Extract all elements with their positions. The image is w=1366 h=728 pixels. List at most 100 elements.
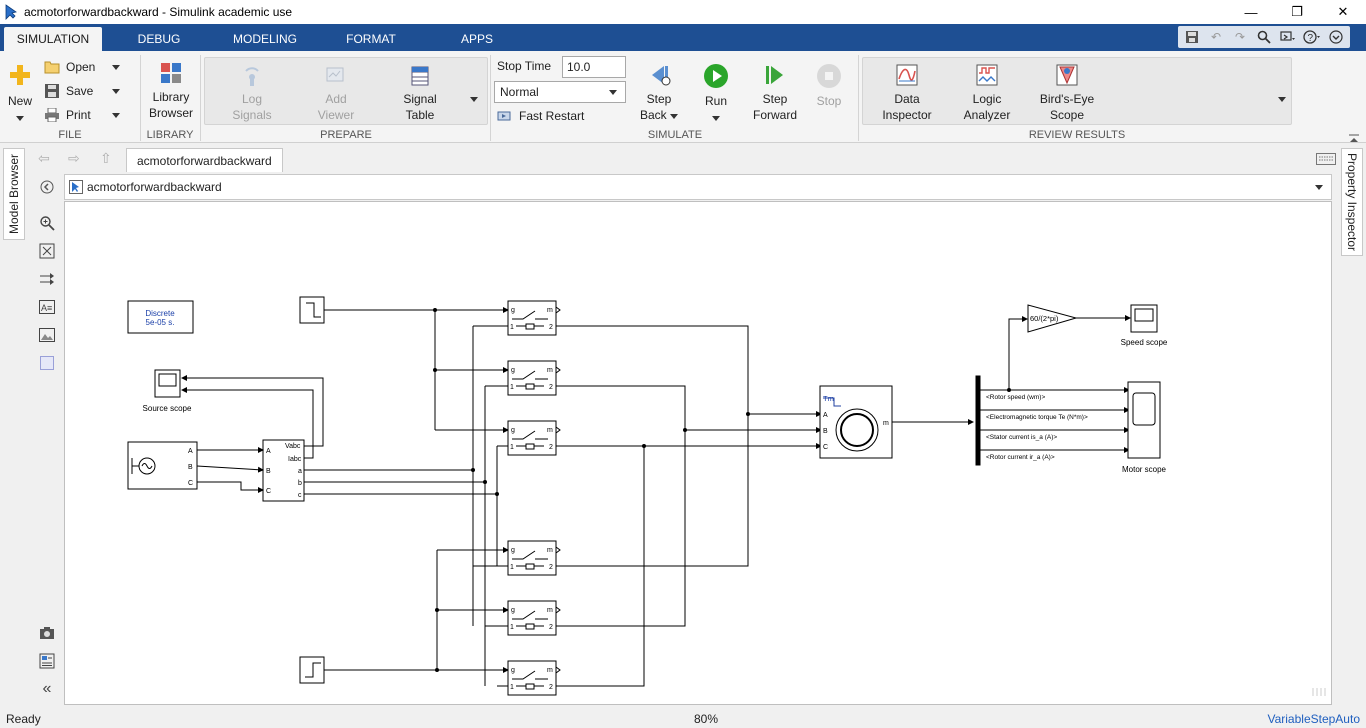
step-back-icon [652, 66, 671, 86]
stop-button[interactable]: Stop [812, 63, 846, 109]
zoom-icon[interactable] [38, 214, 56, 232]
vi-port-in-a: A [266, 448, 271, 455]
simulate-group-label: SIMULATE [647, 129, 703, 141]
model-data-icon[interactable] [38, 652, 56, 670]
birds-eye-scope-button[interactable]: Bird's-Eye Scope [1036, 63, 1098, 123]
fast-restart-label: Fast Restart [519, 109, 585, 123]
prepare-group-label: PREPARE [320, 129, 372, 141]
simulation-mode-select[interactable]: Normal [494, 81, 626, 103]
area-icon[interactable] [38, 354, 56, 372]
vi-measurement-block[interactable] [262, 439, 305, 502]
tab-format[interactable]: FORMAT [346, 32, 396, 46]
undo-icon[interactable]: ↶ [1210, 30, 1222, 44]
resize-grip-icon[interactable] [1311, 684, 1329, 702]
switch-port-2: 2 [549, 684, 553, 691]
step-block-top[interactable] [299, 296, 325, 324]
signal-table-label-1: Signal [403, 92, 437, 106]
zoom-level[interactable]: 80% [694, 712, 719, 726]
model-address-bar[interactable]: acmotorforwardbackward [64, 174, 1332, 200]
folder-icon [44, 61, 60, 74]
motor-port-tm: Tm [823, 394, 834, 403]
fit-to-view-icon[interactable] [38, 242, 56, 260]
model-icon [69, 180, 83, 194]
save-button[interactable]: Save [44, 84, 120, 98]
address-dropdown-icon[interactable] [1315, 185, 1323, 190]
new-button[interactable]: New [6, 63, 34, 125]
source-port-c: C [188, 480, 193, 487]
step-back-label-1: Step [646, 92, 672, 106]
collapse-panel-icon[interactable]: « [42, 680, 52, 697]
switch-port-m: m [547, 427, 553, 434]
signal-arrows-icon[interactable] [38, 270, 56, 288]
help-icon[interactable]: ? [1302, 28, 1322, 46]
log-signals-button[interactable]: Log Signals [226, 65, 278, 123]
step-block-bottom[interactable] [299, 656, 325, 684]
switch-port-m: m [547, 547, 553, 554]
run-label: Run [704, 94, 727, 108]
hide-explorer-icon[interactable] [38, 178, 56, 196]
solver-link[interactable]: VariableStepAuto [1267, 712, 1360, 726]
open-button[interactable]: Open [44, 60, 120, 74]
print-button[interactable]: Print [44, 108, 120, 122]
screenshot-camera-icon[interactable] [38, 624, 56, 642]
prepare-gallery [204, 57, 488, 125]
source-scope-label: Source scope [143, 404, 192, 413]
vi-port-iabc: Iabc [288, 456, 302, 463]
keyboard-icon[interactable] [1316, 152, 1336, 170]
back-arrow-icon[interactable]: ⇦ [38, 150, 50, 166]
pin-icon[interactable] [1278, 28, 1298, 46]
switch-port-2: 2 [549, 324, 553, 331]
divider [200, 55, 201, 141]
model-browser-tab[interactable]: Model Browser [3, 148, 25, 240]
step-forward-label-2: Forward [752, 108, 797, 122]
search-icon[interactable] [1254, 28, 1274, 46]
fast-restart-button[interactable]: Fast Restart [497, 109, 584, 123]
powergui-text-1: Discrete [145, 309, 175, 318]
bus-selector-block[interactable] [975, 375, 981, 466]
prepare-expand-icon[interactable] [470, 89, 478, 107]
logic-analyzer-button[interactable]: Logic Analyzer [958, 63, 1016, 123]
document-tab[interactable]: acmotorforwardbackward [126, 148, 283, 172]
property-inspector-tab[interactable]: Property Inspector [1341, 148, 1363, 256]
save-icon[interactable] [1182, 28, 1202, 46]
data-inspector-button[interactable]: Data Inspector [878, 63, 936, 123]
step-back-button[interactable]: Step Back [636, 63, 682, 123]
run-button[interactable]: Run [698, 63, 734, 125]
signal-table-button[interactable]: Signal Table [396, 65, 444, 123]
image-icon[interactable] [38, 326, 56, 344]
switch-port-2: 2 [549, 624, 553, 631]
logic-analyzer-label-2: Analyzer [963, 108, 1011, 122]
add-viewer-button[interactable]: Add Viewer [310, 65, 362, 123]
tab-apps[interactable]: APPS [460, 32, 493, 46]
forward-arrow-icon[interactable]: ⇨ [68, 150, 80, 166]
printer-icon [45, 108, 59, 122]
gain-block[interactable] [1027, 304, 1078, 333]
tab-modeling[interactable]: MODELING [232, 32, 297, 46]
close-button[interactable]: ✕ [1337, 4, 1349, 19]
expand-ribbon-icon[interactable] [1326, 28, 1346, 46]
vi-port-out-c: c [298, 492, 302, 499]
minimize-button[interactable]: — [1244, 4, 1258, 20]
motor-port-m: m [883, 420, 889, 427]
stop-time-input[interactable]: 10.0 [562, 56, 626, 78]
restore-button[interactable]: ❐ [1291, 4, 1303, 19]
up-arrow-icon[interactable]: ⇧ [100, 150, 112, 166]
ribbon: New Open Save Print FILE Library Browser… [0, 51, 1366, 143]
review-expand-icon[interactable] [1278, 89, 1286, 107]
library-browser-button[interactable]: Library Browser [146, 61, 196, 121]
step-forward-button[interactable]: Step Forward [750, 63, 800, 123]
redo-icon[interactable]: ↷ [1234, 30, 1246, 44]
tab-debug[interactable]: DEBUG [137, 32, 181, 46]
annotation-icon[interactable]: A≡ [38, 298, 56, 316]
powergui-block[interactable] [127, 300, 194, 334]
tab-simulation[interactable]: SIMULATION [4, 27, 102, 51]
collapse-ribbon-icon[interactable] [1348, 131, 1360, 149]
source-port-b: B [188, 464, 193, 471]
